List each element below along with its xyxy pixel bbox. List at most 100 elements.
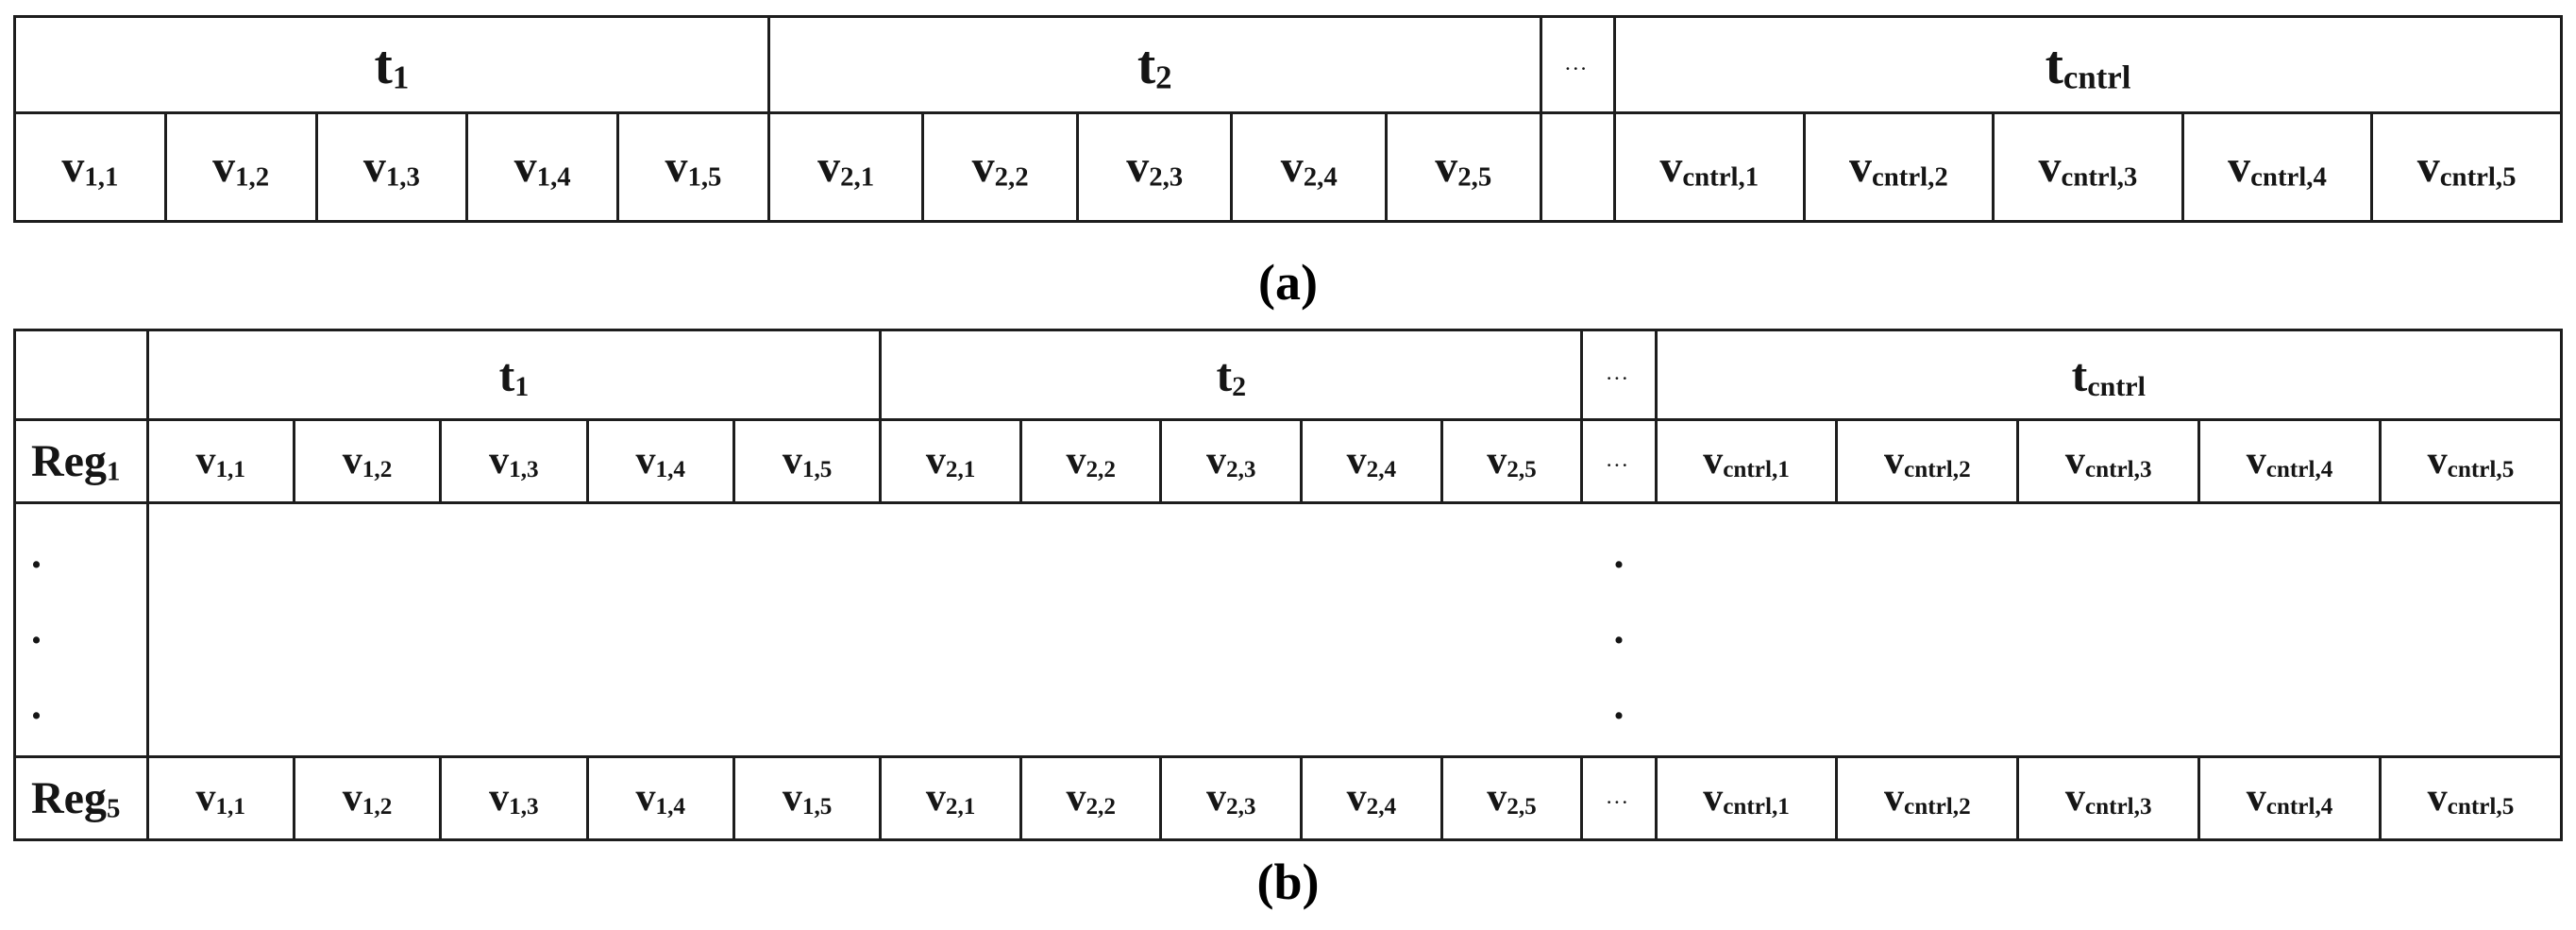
value-1-1-sub: 1,1 <box>84 161 119 193</box>
value-1-3-sub: 1,3 <box>385 161 420 193</box>
reg-5-sub: 5 <box>106 793 121 824</box>
value-2-5-sub: 2,5 <box>1507 457 1537 483</box>
value-cntrl-4-sub: cntrl,4 <box>2265 794 2333 820</box>
value-1-5-sub: 1,5 <box>687 161 722 193</box>
value-2-3-base: v <box>1126 142 1150 193</box>
value-2-3-sub: 2,3 <box>1149 161 1184 193</box>
value-2-1-base: v <box>925 776 946 820</box>
value-cntrl-5-base: v <box>2416 142 2440 193</box>
value-cell-cntrl-1: vcntrl,1 <box>1654 418 1839 504</box>
value-cntrl-2-sub: cntrl,2 <box>1904 457 1971 483</box>
value-cell-2-3: v2,3 <box>1075 111 1234 223</box>
vertical-dots-registers: ... <box>13 501 149 758</box>
time-header-t1: t1 <box>13 15 770 114</box>
time-header-tcntrl: tcntrl <box>1612 15 2564 114</box>
value-cntrl-1-base: v <box>1703 776 1724 820</box>
corner-cell <box>13 329 149 421</box>
value-cntrl-5-base: v <box>2427 776 2448 820</box>
value-cell-1-4: v1,4 <box>465 111 620 223</box>
value-cell-cntrl-2: vcntrl,2 <box>1835 755 2020 841</box>
time-header-t2-base: t <box>1216 347 1233 401</box>
value-cntrl-1-base: v <box>1703 439 1724 483</box>
value-2-1-sub: 2,1 <box>840 161 875 193</box>
value-cntrl-2-sub: cntrl,2 <box>1904 794 1971 820</box>
time-header-t1-sub: 1 <box>392 59 410 96</box>
value-2-3-base: v <box>1206 776 1227 820</box>
value-cell-1-3: v1,3 <box>439 755 589 841</box>
time-header-tcntrl-base: t <box>2045 33 2063 95</box>
value-1-1-sub: 1,1 <box>215 794 245 820</box>
value-2-3-sub: 2,3 <box>1226 794 1256 820</box>
value-cell-1-3: v1,3 <box>439 418 589 504</box>
reg-5-base: Reg <box>31 772 107 823</box>
value-1-1-base: v <box>195 439 216 483</box>
value-1-4-sub: 1,4 <box>655 794 685 820</box>
value-2-1-base: v <box>925 439 946 483</box>
value-cell-1-5: v1,5 <box>732 418 883 504</box>
value-cell-cntrl-4: vcntrl,4 <box>2180 111 2374 223</box>
time-header-t2-base: t <box>1136 33 1156 95</box>
ellipsis-cell: ... <box>1580 755 1658 841</box>
value-cntrl-3-sub: cntrl,3 <box>2084 794 2152 820</box>
value-cell-2-3: v2,3 <box>1159 755 1304 841</box>
value-2-5-base: v <box>1487 776 1507 820</box>
value-1-3-base: v <box>489 776 510 820</box>
value-1-3-base: v <box>489 439 510 483</box>
value-1-2-sub: 1,2 <box>362 457 393 483</box>
value-1-5-sub: 1,5 <box>801 457 833 483</box>
figure-label-a: (a) <box>1258 254 1318 311</box>
value-cntrl-3-base: v <box>2064 776 2085 820</box>
value-cell-2-2: v2,2 <box>1019 418 1163 504</box>
value-2-2-base: v <box>971 142 995 193</box>
time-header-tcntrl: tcntrl <box>1654 329 2564 421</box>
value-cntrl-1-sub: cntrl,1 <box>1682 161 1759 193</box>
value-cell-cntrl-5: vcntrl,5 <box>2378 418 2564 504</box>
vertical-dots: ... <box>31 516 144 743</box>
value-1-1-base: v <box>195 776 216 820</box>
ellipsis-column-spacer <box>1539 111 1616 223</box>
value-cntrl-3-base: v <box>2038 142 2062 193</box>
value-1-2-base: v <box>342 776 362 820</box>
value-2-4-sub: 2,4 <box>1366 794 1397 820</box>
value-cntrl-5-sub: cntrl,5 <box>2447 794 2515 820</box>
value-2-4-base: v <box>1346 776 1367 820</box>
value-cntrl-5-base: v <box>2427 439 2448 483</box>
value-cell-1-4: v1,4 <box>585 418 735 504</box>
time-header-t2: t2 <box>766 15 1542 114</box>
ellipsis-column-header: ... <box>1580 329 1658 421</box>
reg-label-1: Reg1 <box>13 418 149 504</box>
value-cell-cntrl-3: vcntrl,3 <box>2016 755 2201 841</box>
value-cell-1-2: v1,2 <box>292 418 443 504</box>
value-cntrl-5-sub: cntrl,5 <box>2447 457 2515 483</box>
value-1-2-sub: 1,2 <box>235 161 270 193</box>
value-1-5-base: v <box>782 776 802 820</box>
time-header-t1-sub: 1 <box>514 370 530 402</box>
value-2-2-sub: 2,2 <box>1086 457 1116 483</box>
value-1-5-sub: 1,5 <box>801 794 833 820</box>
value-cell-cntrl-3: vcntrl,3 <box>2016 418 2201 504</box>
value-cell-cntrl-1: vcntrl,1 <box>1612 111 1806 223</box>
dot: . <box>31 606 42 653</box>
value-cntrl-2-base: v <box>1848 142 1872 193</box>
time-header-t2-sub: 2 <box>1232 370 1247 402</box>
value-2-5-sub: 2,5 <box>1457 161 1492 193</box>
value-cell-2-1: v2,1 <box>879 755 1022 841</box>
value-2-4-base: v <box>1280 142 1304 193</box>
value-cntrl-3-sub: cntrl,3 <box>2084 457 2152 483</box>
value-cntrl-4-sub: cntrl,4 <box>2265 457 2333 483</box>
value-cell-cntrl-2: vcntrl,2 <box>1802 111 1995 223</box>
time-header-t2: t2 <box>879 329 1584 421</box>
value-cntrl-3-base: v <box>2064 439 2085 483</box>
value-cell-2-2: v2,2 <box>1019 755 1163 841</box>
time-header-tcntrl-sub: cntrl <box>2087 370 2146 402</box>
value-cntrl-5-sub: cntrl,5 <box>2439 161 2517 193</box>
empty-span-right <box>1656 501 2562 758</box>
reg-1-sub: 1 <box>106 456 121 487</box>
value-cell-1-4: v1,4 <box>585 755 735 841</box>
time-header-t1: t1 <box>145 329 883 421</box>
value-1-5-base: v <box>782 439 802 483</box>
value-2-4-base: v <box>1346 439 1367 483</box>
value-cell-2-4: v2,4 <box>1300 755 1443 841</box>
